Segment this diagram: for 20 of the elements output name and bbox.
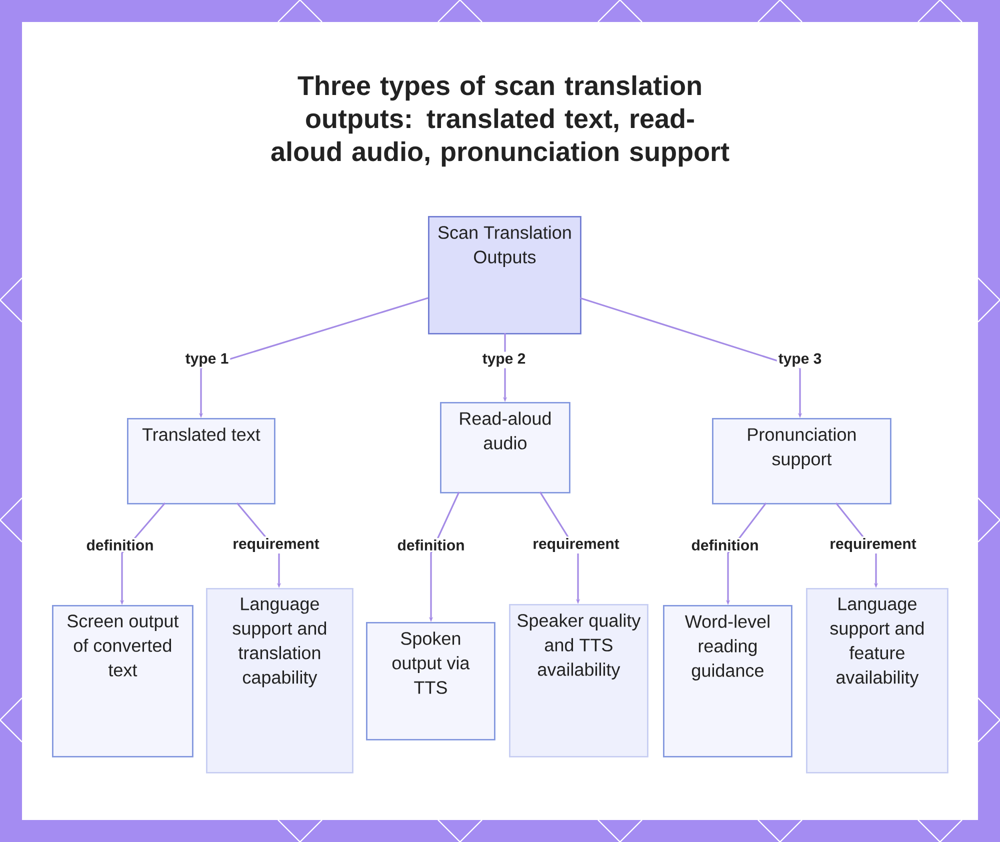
- edge-label: type 1: [184, 352, 230, 368]
- concept-box: Language support and feature availability: [806, 588, 948, 774]
- concept-box: Word-level reading guidance: [663, 604, 792, 758]
- title: Three types of scan translation outputs: translated text, read-aloud audio, pronunciation support: [271, 75, 730, 167]
- concept-box: Read-aloud audio: [440, 402, 570, 494]
- edge-label: type 2: [480, 352, 528, 368]
- concept-box: Speaker quality and TTS availability: [509, 604, 648, 758]
- edge-label: definition: [690, 538, 760, 552]
- concept-box: Translated text: [127, 418, 276, 504]
- concept-box: Screen output of converted text: [52, 604, 194, 758]
- edge-label: definition: [84, 538, 156, 552]
- root-box: Scan Translation Outputs: [428, 216, 582, 334]
- concept-box: Pronunciation support: [712, 418, 892, 504]
- edge-label: requirement: [828, 536, 918, 554]
- concept-box: Spoken output via TTS: [366, 622, 496, 740]
- edge-label: type 3: [776, 352, 824, 368]
- edge-label: requirement: [531, 536, 621, 554]
- concept-box: Language support and translation capability: [206, 588, 354, 774]
- edge-label: definition: [396, 538, 466, 552]
- edge-label: requirement: [231, 536, 321, 554]
